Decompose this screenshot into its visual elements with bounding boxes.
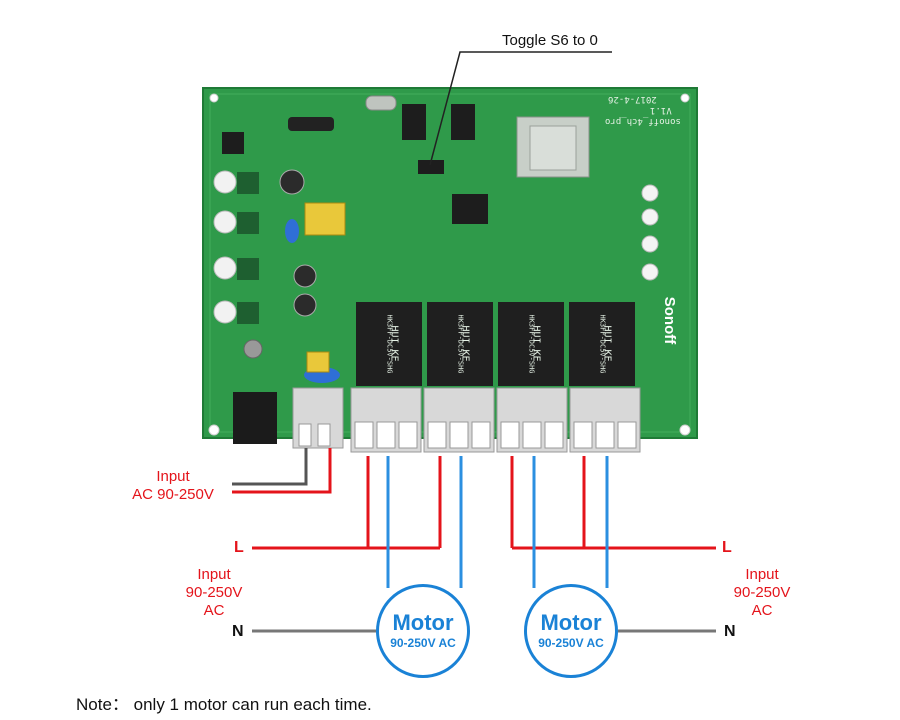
pcb-board bbox=[202, 87, 698, 453]
terminal-block-relay3 bbox=[496, 387, 568, 453]
left-input-line3: AC bbox=[203, 602, 225, 619]
note-text: Note： only 1 motor can run each time. bbox=[76, 695, 372, 714]
relay-4 bbox=[569, 302, 635, 386]
left-input-line1: Input bbox=[197, 566, 231, 583]
power-input-line1: Input bbox=[156, 468, 190, 485]
terminal-block-relay2 bbox=[423, 387, 495, 453]
mcu-chip bbox=[452, 194, 488, 224]
right-input-line1: Input bbox=[745, 566, 779, 583]
power-input-live-wire bbox=[232, 448, 332, 494]
live-label-left: L bbox=[234, 539, 244, 556]
neutral-label-right: N bbox=[724, 623, 736, 640]
relay-4-model: HK3FF-DC5V-SHG bbox=[598, 314, 607, 374]
relay-2-model: HK3FF-DC5V-SHG bbox=[456, 314, 465, 374]
board-silk-version: V1.1 bbox=[650, 105, 672, 115]
right-input-line2: 90-250V bbox=[733, 584, 791, 601]
power-input-ground-wire bbox=[232, 448, 308, 486]
callout-leader bbox=[429, 51, 612, 166]
terminal-block-relay4 bbox=[569, 387, 641, 453]
power-input-line2: AC 90-250V bbox=[132, 486, 214, 503]
terminal-block-relay1 bbox=[350, 387, 422, 453]
right-input-label: Input 90-250V AC bbox=[712, 566, 812, 620]
relay-3-model: HK3FF-DC5V-SHG bbox=[527, 314, 536, 374]
motor-1-title: Motor bbox=[392, 610, 454, 635]
live-label-right: L bbox=[722, 539, 732, 556]
neutral-label-left: N bbox=[232, 623, 244, 640]
board-silk-date: 2017-4-26 bbox=[608, 94, 657, 104]
toggle-s6-label: Toggle S6 to 0 bbox=[502, 32, 598, 49]
transformer bbox=[304, 202, 346, 236]
toggle-switch-s6 bbox=[418, 160, 444, 174]
led bbox=[641, 184, 659, 202]
board-brand: Sonoff bbox=[661, 296, 679, 345]
capacitor bbox=[279, 169, 305, 195]
motor-2: Motor 90-250V AC bbox=[524, 584, 618, 678]
motor-1-rating: 90-250V AC bbox=[390, 636, 456, 650]
relay-3 bbox=[498, 302, 564, 386]
board-silk-model: sonoff_4ch_pro bbox=[605, 116, 681, 126]
motor-2-rating: 90-250V AC bbox=[538, 636, 604, 650]
left-input-label: Input 90-250V AC bbox=[164, 566, 264, 620]
motor-1: Motor 90-250V AC bbox=[376, 584, 470, 678]
dc-jack bbox=[233, 392, 277, 444]
relay-1-model: HK3FF-DC5V-SHG bbox=[385, 314, 394, 374]
motor-2-title: Motor bbox=[540, 610, 602, 635]
right-input-line3: AC bbox=[751, 602, 773, 619]
power-input-label: Input AC 90-250V bbox=[118, 468, 228, 504]
button bbox=[213, 170, 237, 194]
relay-2 bbox=[427, 302, 493, 386]
terminal-block-power bbox=[292, 387, 344, 449]
left-input-line2: 90-250V bbox=[185, 584, 243, 601]
relay-1 bbox=[356, 302, 422, 386]
